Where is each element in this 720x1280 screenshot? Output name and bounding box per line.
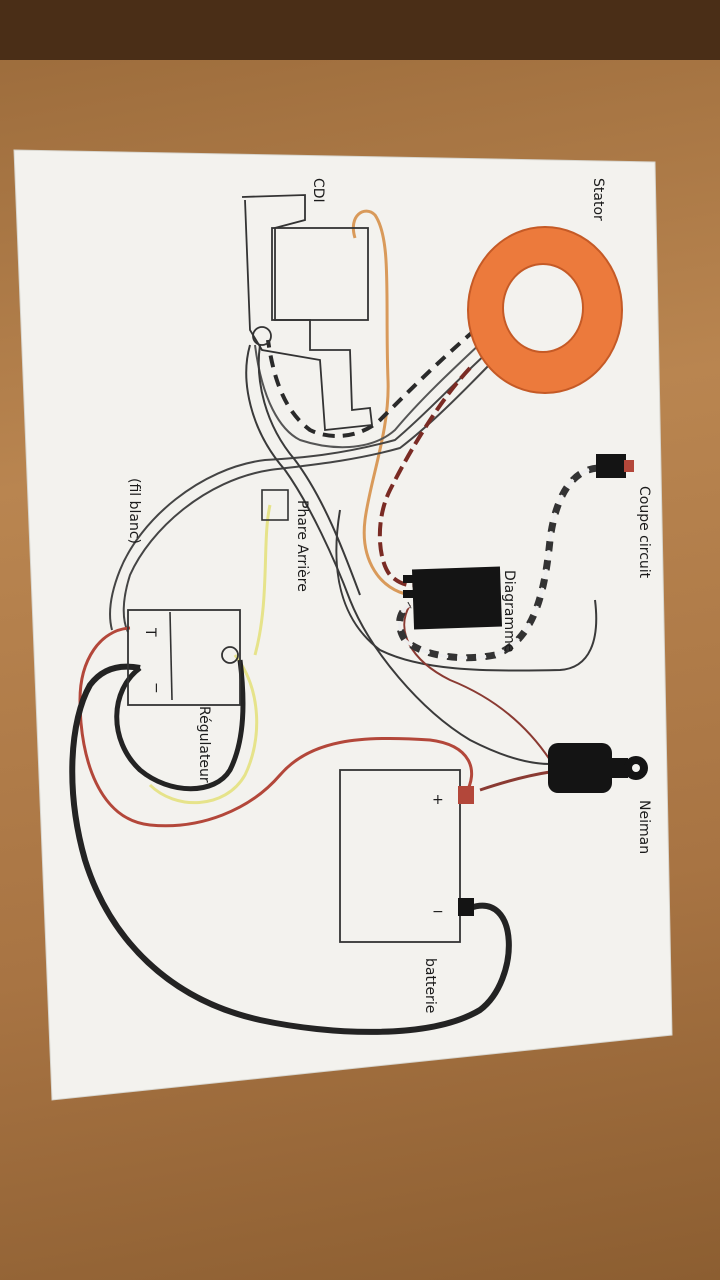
stator-wire-green xyxy=(266,328,477,438)
battery-negative-terminal xyxy=(458,898,474,916)
label-batterie: batterie xyxy=(422,958,438,1013)
red-wire-neiman xyxy=(479,770,551,792)
coupe-circuit-plug xyxy=(596,454,634,478)
label-neiman: Neiman xyxy=(636,800,652,854)
neiman-ignition xyxy=(548,743,648,793)
cdi-wire-to-neiman xyxy=(245,344,551,765)
label-regulator-t: T xyxy=(142,627,158,637)
stator-wire-grey-2 xyxy=(109,351,489,631)
battery-positive-terminal xyxy=(458,786,474,804)
label-battery-minus: − xyxy=(432,904,444,920)
paper-sheet xyxy=(14,150,672,1100)
cdi-box xyxy=(241,194,374,431)
cdi-wire-to-neiman-2 xyxy=(257,344,361,596)
label-coupe-circuit: Coupe circuit xyxy=(636,486,652,579)
stator-wire-red xyxy=(377,366,472,588)
diagramme-wire-black xyxy=(335,509,598,672)
label-regulator-minus: − xyxy=(148,682,164,694)
batterie-box xyxy=(339,769,474,943)
diagramme-wire-red xyxy=(403,604,551,761)
label-phare-arriere: Phare Arrière xyxy=(294,500,310,592)
label-cdi: CDI xyxy=(310,178,326,203)
label-regulateur: Régulateur xyxy=(196,706,212,783)
wall-strip xyxy=(0,0,720,60)
red-wire-battery xyxy=(78,626,474,828)
label-stator: Stator xyxy=(590,178,606,221)
orange-wire xyxy=(351,209,411,597)
regulateur-connector-icon xyxy=(221,646,239,664)
regulator-black-loop xyxy=(114,659,246,792)
yellow-wire xyxy=(148,504,272,805)
regulateur-box xyxy=(127,609,241,706)
label-fil-blanc: (fil blanc) xyxy=(126,478,142,544)
stator-ring xyxy=(467,226,623,394)
phare-arriere-box xyxy=(261,489,289,521)
cdi-connector-icon xyxy=(252,326,272,346)
black-ground-wire xyxy=(69,663,512,1035)
label-battery-plus: + xyxy=(432,792,444,808)
coupe-circuit-wire xyxy=(396,464,599,662)
diagramme-box xyxy=(403,566,503,630)
stator-wire-grey-1 xyxy=(254,341,483,449)
label-diagramme: Diagramme xyxy=(501,570,517,652)
